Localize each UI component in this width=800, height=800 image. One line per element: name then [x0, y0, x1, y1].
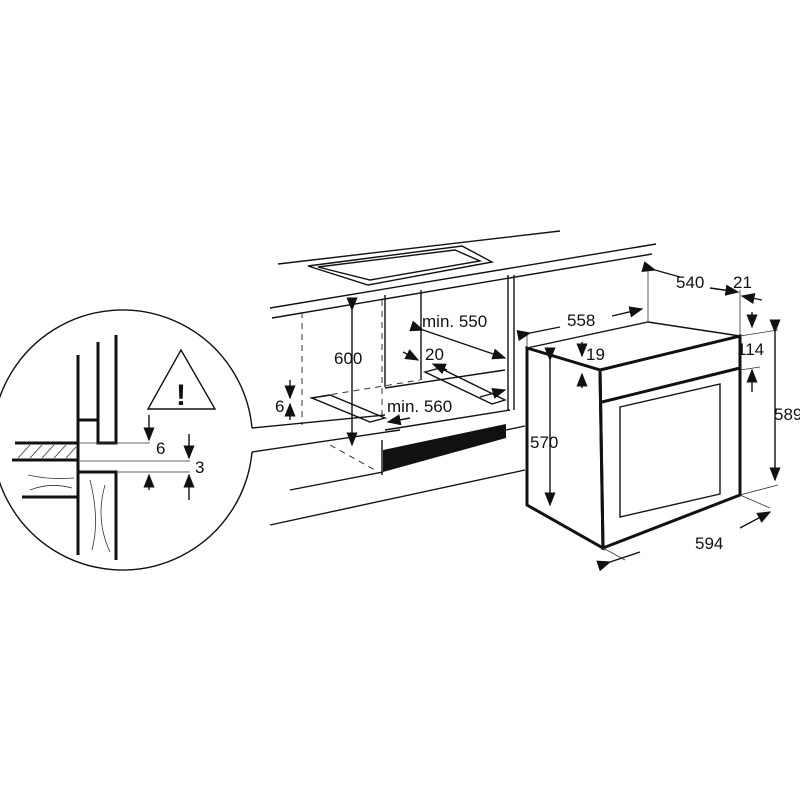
label-114: 114 — [737, 340, 764, 359]
label-21: 21 — [733, 273, 752, 292]
label-6: 6 — [275, 397, 284, 416]
label-min-550: min. 550 — [422, 312, 487, 331]
kitchen-cabinet — [269, 230, 657, 526]
oven — [525, 268, 779, 561]
label-detail-6: 6 — [156, 439, 165, 458]
label-600: 600 — [334, 349, 362, 368]
label-19: 19 — [586, 345, 605, 364]
label-594: 594 — [695, 534, 723, 553]
oven-window — [619, 383, 721, 518]
label-589: 589 — [774, 405, 800, 424]
hob — [307, 245, 495, 286]
label-min-560: min. 560 — [387, 397, 452, 416]
dimension-labels: 540 21 558 min. 550 114 600 19 20 589 6 … — [156, 273, 800, 553]
plinth-vent — [383, 424, 506, 472]
label-570: 570 — [530, 433, 558, 452]
label-540: 540 — [676, 273, 704, 292]
warning-triangle-icon: ! — [146, 348, 217, 412]
label-detail-3: 3 — [195, 458, 204, 477]
dimension-lines — [284, 261, 781, 572]
installation-detail: ! — [0, 309, 401, 571]
svg-text:!: ! — [176, 379, 186, 412]
label-558: 558 — [567, 311, 595, 330]
label-20: 20 — [425, 345, 444, 364]
